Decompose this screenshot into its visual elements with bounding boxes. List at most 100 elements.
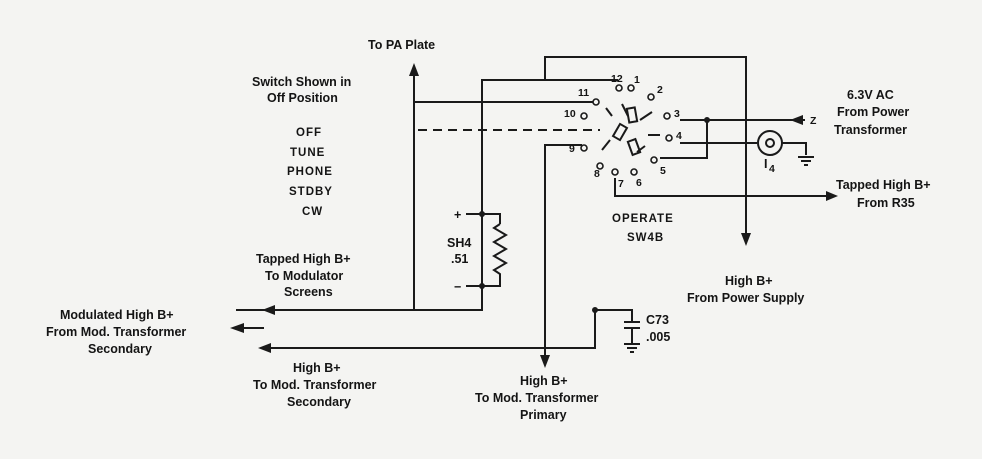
label-tapped-mod-3: Screens — [284, 285, 333, 299]
label-hb-primary-3: Primary — [520, 408, 567, 422]
terminal-number: 12 — [611, 73, 623, 85]
wire-mod-secondary — [266, 310, 596, 349]
label-hb-primary-2: To Mod. Transformer — [475, 391, 599, 405]
wire-power-supply — [544, 56, 747, 238]
arrow-mod-secondary — [258, 343, 271, 353]
label-switch-shown-1: Switch Shown in — [252, 75, 351, 89]
label-minus: − — [454, 280, 461, 294]
ground-lamp — [798, 156, 814, 166]
switch-wiper — [601, 139, 611, 151]
junction-shunt-bottom — [479, 283, 485, 289]
label-c73-value: .005 — [646, 330, 670, 344]
switch-terminal-numbers: 1 2 3 4 5 6 7 8 9 10 11 12 — [564, 73, 682, 190]
terminal-number: 5 — [660, 165, 666, 177]
lamp-filament — [765, 138, 775, 148]
arrow-pa-plate — [409, 63, 419, 76]
switch-terminal — [592, 98, 600, 106]
label-tapped-r35-2: From R35 — [857, 196, 915, 210]
switch-terminal — [580, 112, 588, 120]
wiring — [230, 56, 838, 368]
ground-c73 — [624, 343, 640, 353]
arrow-r35 — [826, 191, 838, 201]
switch-terminal — [611, 168, 619, 176]
label-pos-stdby: STDBY — [289, 186, 333, 198]
label-tapped-r35-1: Tapped High B+ — [836, 178, 931, 192]
label-hb-supply-1: High B+ — [725, 274, 773, 288]
junction-shunt-top — [479, 211, 485, 217]
label-hb-secondary-1: High B+ — [293, 361, 341, 375]
label-operate: OPERATE — [612, 213, 674, 225]
label-ac-3: Transformer — [834, 123, 907, 137]
label-pos-cw: CW — [302, 206, 323, 218]
wire-lamp-ground — [782, 142, 807, 155]
label-hb-secondary-3: Secondary — [287, 395, 351, 409]
switch-rotor — [626, 137, 642, 157]
label-to-pa-plate: To PA Plate — [368, 38, 435, 52]
label-lamp: I — [764, 157, 767, 171]
wire-terminal-9 — [544, 144, 582, 360]
terminal-number: 8 — [594, 168, 600, 180]
terminal-number: 1 — [634, 74, 640, 86]
labels: To PA Plate Switch Shown in Off Position… — [46, 38, 931, 422]
terminal-number: 11 — [578, 87, 589, 99]
wire-terminal-12 — [266, 79, 618, 311]
lamp-i4 — [757, 130, 783, 156]
label-sw4b: SW4B — [627, 232, 664, 244]
switch-terminal — [647, 93, 655, 101]
terminal-number: 6 — [636, 177, 642, 189]
label-mod-input-1: Modulated High B+ — [60, 308, 174, 322]
arrow-primary — [540, 355, 550, 368]
arrow-power-supply — [741, 233, 751, 246]
wire-ac-lamp — [660, 120, 708, 159]
label-mod-input-2: From Mod. Transformer — [46, 325, 186, 339]
switch-terminal — [650, 156, 658, 164]
switch-terminal — [596, 162, 604, 170]
switch-terminal — [615, 84, 623, 92]
label-hb-supply-2: From Power Supply — [687, 291, 804, 305]
label-lamp-sub: 4 — [769, 163, 775, 175]
label-pos-phone: PHONE — [287, 166, 333, 178]
rotary-switch-sw4b — [580, 84, 673, 176]
switch-rotor — [625, 106, 639, 124]
terminal-number: 3 — [674, 108, 680, 120]
switch-rotor — [611, 122, 629, 142]
switch-terminal — [580, 144, 588, 152]
label-hb-secondary-2: To Mod. Transformer — [253, 378, 377, 392]
arrow-ac-in — [790, 115, 803, 125]
terminal-number: 10 — [564, 108, 576, 120]
label-mod-input-3: Secondary — [88, 342, 152, 356]
terminal-number: 2 — [657, 84, 663, 96]
switch-terminal — [665, 134, 673, 142]
label-pos-tune: TUNE — [290, 147, 325, 159]
wire-r35 — [614, 178, 835, 197]
switch-terminal — [630, 168, 638, 176]
label-plus: + — [454, 208, 461, 222]
label-ac-1: 6.3V AC — [847, 88, 894, 102]
label-pos-off: OFF — [296, 127, 322, 139]
label-ac-2: From Power — [837, 105, 909, 119]
arrow-mod-screens — [262, 305, 275, 315]
wire-shunt-top — [466, 213, 501, 224]
label-z: Z — [810, 115, 817, 127]
label-switch-shown-2: Off Position — [267, 91, 338, 105]
label-c73: C73 — [646, 313, 669, 327]
terminal-number: 7 — [618, 178, 624, 190]
wire-c73 — [595, 309, 633, 322]
switch-terminal — [663, 112, 671, 120]
shunt-sh4 — [466, 223, 508, 287]
switch-wiper — [636, 145, 646, 153]
switch-wiper — [639, 111, 653, 121]
arrow-mod-input — [230, 323, 244, 333]
terminal-number: 4 — [676, 130, 682, 142]
label-hb-primary-1: High B+ — [520, 374, 568, 388]
switch-wiper — [605, 107, 613, 117]
label-sh4-value: .51 — [451, 252, 468, 266]
terminal-number: 9 — [569, 143, 575, 155]
switch-terminal — [627, 84, 635, 92]
capacitor-c73 — [624, 321, 640, 329]
label-tapped-mod-2: To Modulator — [265, 269, 343, 283]
label-tapped-mod-1: Tapped High B+ — [256, 252, 351, 266]
label-sh4: SH4 — [447, 236, 471, 250]
